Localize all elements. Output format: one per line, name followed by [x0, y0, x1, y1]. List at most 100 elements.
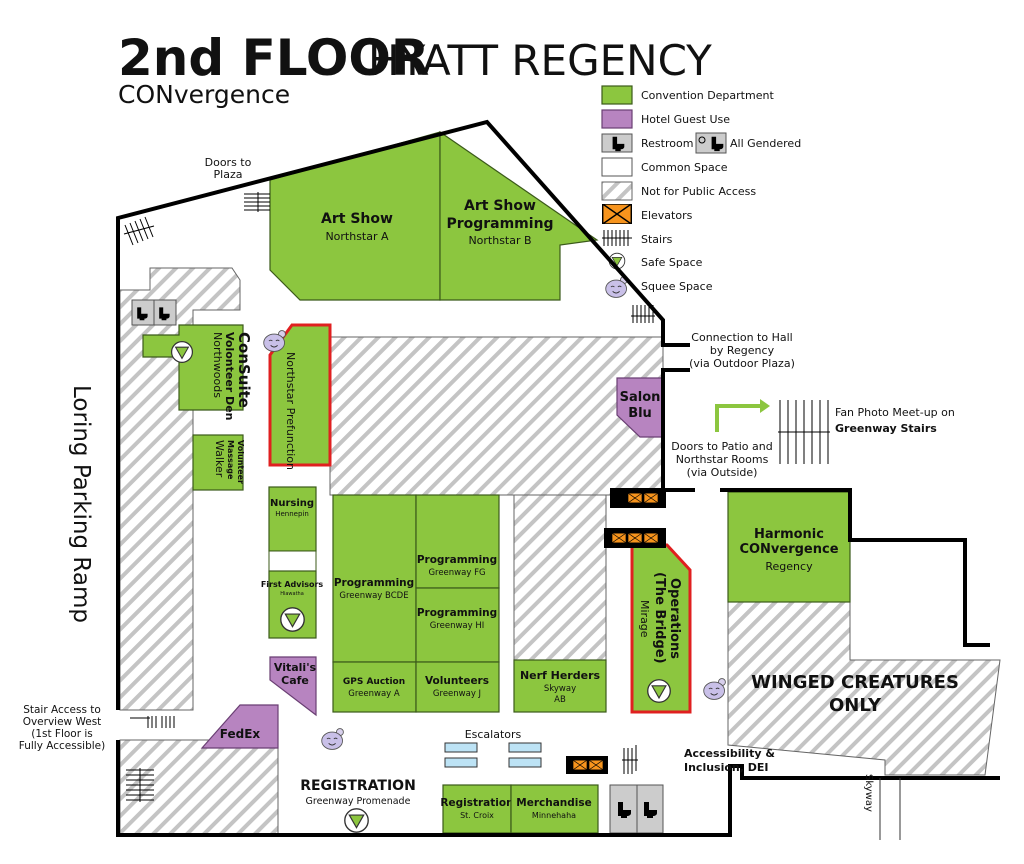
escalator-icon — [444, 742, 542, 768]
no-access-skyway-strip — [513, 494, 607, 661]
connection-label-2: by Regency — [710, 344, 775, 357]
arrow-head-icon — [760, 399, 770, 413]
winged-creatures-label: WINGED CREATURES — [751, 672, 959, 693]
stair-access-label-2: Overview West — [23, 716, 102, 728]
legend-swatch-no-access — [601, 181, 633, 201]
restrooms-all-gendered-west — [131, 299, 177, 326]
art-show-prog-label: Art Show — [464, 198, 536, 214]
stairs-icon — [602, 230, 632, 246]
elevator-icon — [566, 488, 666, 774]
title-bold: 2nd FLOOR — [118, 29, 429, 87]
prog-hi-sub: Greenway HI — [430, 621, 485, 631]
salon-blu-label: Salon — [620, 390, 661, 405]
art-show-prog-label-2: Programming — [446, 216, 553, 232]
massage-sub: Walker — [213, 440, 226, 478]
room-salon-blu[interactable] — [616, 377, 664, 438]
room-nursing[interactable] — [268, 486, 317, 552]
legend-convention: Convention Department — [641, 89, 774, 102]
room-merchandise[interactable] — [510, 784, 599, 834]
operations-label: Operations — [667, 578, 682, 659]
no-access-southwest — [119, 739, 279, 836]
registration-sub: St. Croix — [460, 811, 494, 820]
safe-space-icon — [171, 341, 193, 363]
harmonic-sub: Regency — [765, 560, 813, 573]
elevator-icon — [602, 204, 632, 224]
prog-hi-label: Programming — [417, 607, 497, 619]
room-harmonic-convergence[interactable] — [727, 491, 851, 603]
legend-safe: Safe Space — [641, 256, 703, 269]
no-access-west — [119, 267, 241, 711]
room-nerf-herders[interactable] — [513, 659, 607, 713]
consuite-label: ConSuite — [235, 332, 253, 408]
squee-space-icon — [263, 330, 286, 352]
room-fedex[interactable] — [200, 704, 279, 749]
accessibility-label-2: Inclusion, DEI — [684, 761, 769, 774]
art-show-label: Art Show — [321, 211, 393, 227]
nerf-sub-2: AB — [554, 695, 566, 705]
prefunction-label: Northstar Prefunction — [284, 352, 297, 470]
no-access-east — [727, 601, 1001, 776]
restrooms-south — [609, 784, 664, 834]
stairs-icon — [123, 192, 830, 802]
legend-all-gendered: All Gendered — [730, 137, 801, 150]
legend-elevators: Elevators — [641, 209, 693, 222]
escalators-label: Escalators — [465, 728, 522, 741]
room-vitalis-cafe[interactable] — [269, 656, 317, 717]
operations-label-2: (The Bridge) — [652, 572, 667, 664]
volunteers-sub: Greenway J — [433, 689, 481, 699]
merch-label: Merchandise — [516, 797, 592, 809]
room-art-show-programming[interactable] — [439, 130, 599, 301]
room-consuite[interactable] — [142, 324, 244, 411]
doors-patio-label-2: Northstar Rooms — [676, 453, 769, 466]
stair-access-label: Stair Access to — [23, 704, 101, 716]
prog-bcde-sub: Greenway BCDE — [339, 591, 408, 601]
skyway-label: Skyway — [863, 774, 874, 812]
room-registration[interactable] — [442, 784, 512, 834]
room-gps-auction[interactable] — [332, 661, 417, 713]
registration-label: Registration — [440, 797, 513, 809]
massage-label: Volunteer — [236, 440, 245, 484]
no-access-center — [329, 336, 664, 496]
room-programming-fg[interactable] — [415, 494, 500, 589]
safe-space-icon — [344, 808, 369, 833]
common-space-strip — [268, 550, 317, 572]
vitalis-label: Vitali's — [274, 661, 317, 674]
arrow-icon — [715, 404, 762, 432]
building-walls — [116, 119, 1000, 837]
room-northstar-prefunction[interactable] — [268, 323, 332, 467]
accessibility-label: Accessibility & — [684, 747, 775, 760]
operations-sub: Mirage — [638, 600, 651, 638]
salon-blu-label-2: Blu — [628, 406, 652, 421]
doors-plaza-label: Doors to — [205, 156, 252, 169]
registration-area-sub: Greenway Promenade — [306, 796, 411, 807]
legend-squee: Squee Space — [641, 280, 713, 293]
doors-patio-label: Doors to Patio and — [671, 440, 772, 453]
room-volunteer-massage[interactable] — [192, 434, 244, 491]
harmonic-label-2: CONvergence — [739, 542, 838, 557]
vitalis-label-2: Cafe — [281, 674, 309, 687]
legend-no-access: Not for Public Access — [641, 185, 756, 198]
fan-photo-label-2: Greenway Stairs — [835, 422, 937, 435]
prog-fg-label: Programming — [417, 554, 497, 566]
consuite-sub: Northwoods — [211, 332, 224, 398]
legend-hotel: Hotel Guest Use — [641, 113, 730, 126]
room-volunteers[interactable] — [415, 661, 500, 713]
fedex-label: FedEx — [220, 727, 261, 741]
room-programming-hi[interactable] — [415, 587, 500, 663]
legend-swatch-common — [601, 157, 633, 177]
nerf-label: Nerf Herders — [520, 669, 601, 682]
legend-swatch-convention — [601, 85, 633, 105]
stair-access-label-3: (1st Floor is — [31, 728, 93, 740]
nursing-label: Nursing — [270, 498, 314, 509]
connection-label-3: (via Outdoor Plaza) — [689, 357, 795, 370]
nerf-sub: Skyway — [544, 684, 576, 694]
safe-space-icon — [647, 679, 671, 703]
first-advisors-sub: Hiawatha — [280, 591, 304, 597]
squee-space-icon — [703, 678, 726, 700]
legend-restroom: Restroom — [641, 137, 693, 150]
title-rest: HYATT REGENCY — [368, 36, 712, 85]
first-advisors-label: First Advisors — [261, 580, 324, 589]
volunteers-label: Volunteers — [425, 675, 489, 687]
room-programming-bcde[interactable] — [332, 494, 417, 663]
